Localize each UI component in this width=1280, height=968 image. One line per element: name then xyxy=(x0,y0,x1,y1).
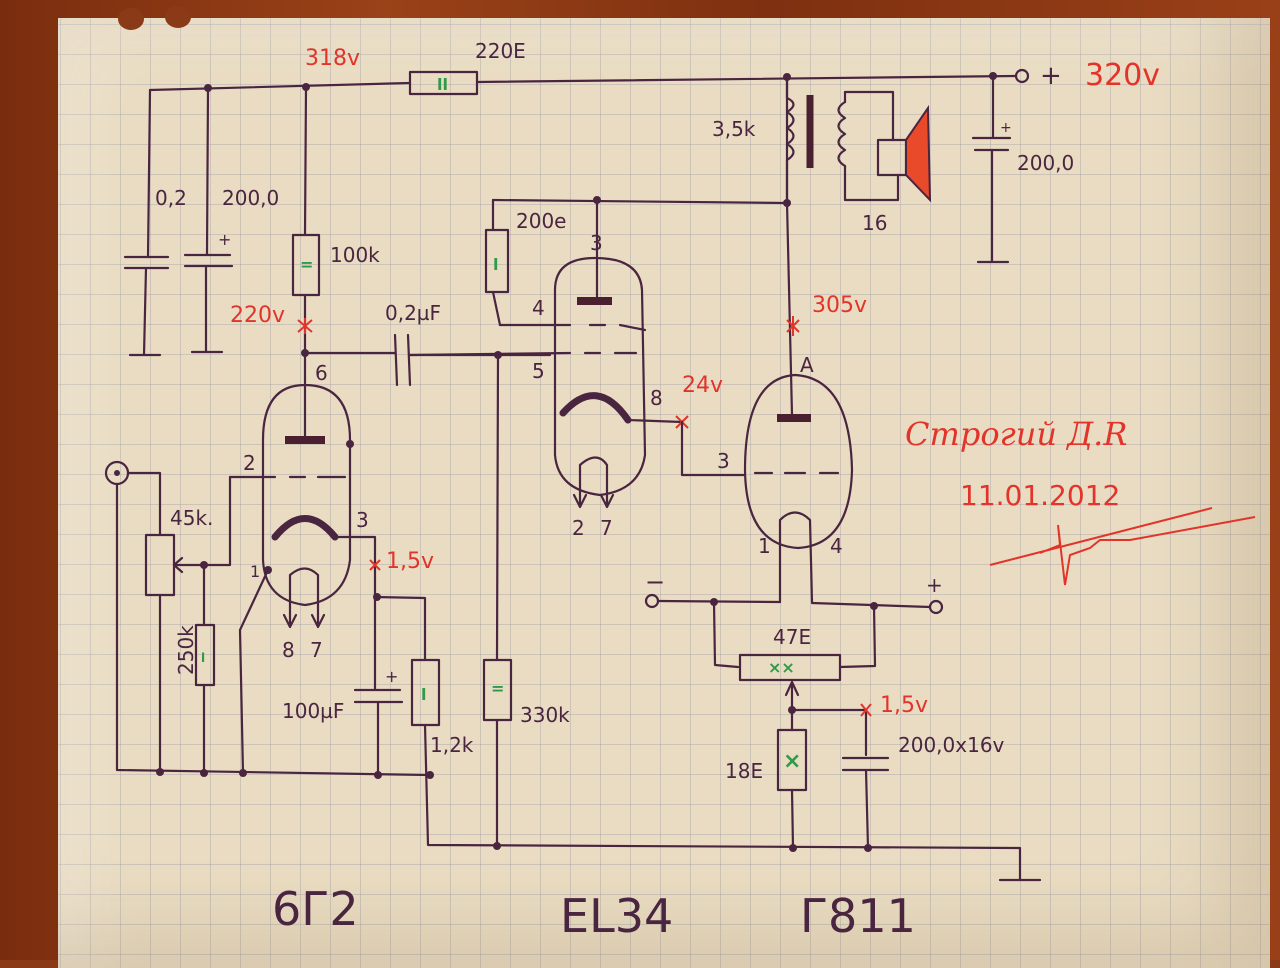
grid-resistor-330k: = 330k xyxy=(482,351,570,850)
cap-200-label: 200,0 xyxy=(222,186,279,210)
cap-200-right-label: 200,0 xyxy=(1017,151,1074,175)
binder-hole xyxy=(165,6,191,28)
cap-polarity: + xyxy=(1000,120,1012,136)
cap-polarity: + xyxy=(385,667,398,686)
resistor-100k-label: 100k xyxy=(330,243,380,267)
binder-hole xyxy=(118,8,144,30)
pin-ref: 1 xyxy=(250,562,260,581)
filament-supply: − + ×× 47E 1,5v 200,0x16v × 18E xyxy=(644,568,1005,852)
filter-capacitor-200-right: + 200,0 xyxy=(971,74,1074,264)
wire xyxy=(148,81,412,92)
plus-sign: + xyxy=(1040,61,1062,91)
resistor-18e-label: 18E xyxy=(725,759,763,783)
resistor-250k-label: 250k xyxy=(174,625,198,675)
voltage-320v: 320v xyxy=(1085,58,1160,93)
resistor-330k-label: 330k xyxy=(520,703,570,727)
pot-47e-label: 47E xyxy=(773,625,811,649)
filament-plus-terminal xyxy=(928,599,944,615)
resistor-mark: × xyxy=(783,749,801,774)
cathode-cap-label: 100µF xyxy=(282,699,344,723)
stage1-cathode-network: + 100µF l 1,2k xyxy=(282,593,1042,882)
pin-anode: 6 xyxy=(315,361,328,385)
pin-cathode: 8 xyxy=(650,386,663,410)
resistor-mark: = xyxy=(300,255,313,274)
cap-polarity: + xyxy=(218,230,231,249)
wire xyxy=(475,74,1017,84)
tube-el34: 3 4 5 8 2 7 24v xyxy=(408,75,791,540)
filament-pot-47e xyxy=(738,653,842,682)
pin-grid: 3 xyxy=(717,449,730,473)
resistor-mark: l xyxy=(201,651,205,665)
pin-screen: 4 xyxy=(532,296,545,320)
pin-heater-a: 8 xyxy=(282,638,295,662)
voltage-305v: 305v xyxy=(812,293,867,318)
measurement-point xyxy=(860,703,872,717)
pin-filament-a: 1 xyxy=(758,534,771,558)
filament-minus-terminal xyxy=(644,593,660,609)
tube-g811: 305v A 3 1 4 xyxy=(680,201,867,604)
cathode-resistor-1-2k xyxy=(410,658,441,727)
stage1-anode-resistor: = 100k 220v xyxy=(230,85,380,365)
supply-rail: ll 220E 318v + 320v xyxy=(148,39,1160,96)
voltage-220v: 220v xyxy=(230,303,285,328)
transformer-primary-label: 3,5k xyxy=(712,117,756,141)
tube-label-el34: EL34 xyxy=(560,889,673,943)
bias-cap-label: 200,0x16v xyxy=(898,733,1005,757)
pin-anode: 3 xyxy=(590,231,603,255)
voltage-1-5v: 1,5v xyxy=(386,549,434,574)
resistor-220e-label: 220E xyxy=(475,39,526,63)
author-name: Строгий Д.R xyxy=(905,415,1127,453)
cap-0-2-label: 0,2 xyxy=(155,186,187,210)
tube-label-g811: Г811 xyxy=(800,889,916,943)
pin-grid: 5 xyxy=(532,359,545,383)
pin-grid: 2 xyxy=(243,451,256,475)
pin-filament-b: 4 xyxy=(830,534,843,558)
pin-heater-b: 7 xyxy=(600,516,613,540)
volume-potentiometer xyxy=(144,533,176,597)
resistor-220e xyxy=(408,70,479,96)
signature-block: Строгий Д.R 11.01.2012 xyxy=(905,415,1256,586)
graph-paper-sheet xyxy=(58,18,1270,968)
resistor-mark: l xyxy=(493,255,498,274)
measurement-point xyxy=(786,316,800,336)
resistor-1-2k-label: 1,2k xyxy=(430,733,474,757)
speaker-icon xyxy=(876,104,932,203)
signature-scribble xyxy=(989,507,1256,586)
resistor-mark: ×× xyxy=(768,658,795,677)
resistor-mark: ll xyxy=(437,75,448,94)
supply-terminal xyxy=(1014,68,1030,84)
voltage-bias-1-5v: 1,5v xyxy=(880,693,928,718)
input-section: 45k. l 250k xyxy=(104,460,432,777)
pin-cathode: 3 xyxy=(356,508,369,532)
resistor-mark: = xyxy=(491,679,504,698)
minus-sign: − xyxy=(645,568,665,596)
pin-anode: A xyxy=(800,353,814,377)
plus-sign: + xyxy=(926,573,943,597)
voltage-318v: 318v xyxy=(305,46,360,71)
measurement-point xyxy=(297,318,313,334)
filter-capacitor-0-2: 0,2 xyxy=(123,88,187,357)
speaker-impedance-label: 16 xyxy=(862,211,887,235)
pot-45k-label: 45k. xyxy=(170,506,213,530)
resistor-mark: l xyxy=(421,685,426,704)
tube-label-6g2: 6Г2 xyxy=(272,882,359,936)
measurement-point xyxy=(369,559,381,571)
screen-resistor-200e: l 200e xyxy=(484,198,566,327)
coupling-cap-label: 0,2µF xyxy=(385,301,441,325)
output-transformer: 3,5k 16 xyxy=(712,75,900,235)
coupling-capacitor: 0,2µF xyxy=(301,301,552,387)
pin-heater-a: 2 xyxy=(572,516,585,540)
voltage-24v: 24v xyxy=(682,373,723,398)
pin-heater-b: 7 xyxy=(310,638,323,662)
filter-capacitor-200: 200,0 + xyxy=(183,86,279,354)
resistor-200e-label: 200e xyxy=(516,209,566,233)
tube-6g2: 6 2 3 1 8 7 1,5v xyxy=(228,361,434,662)
signature-date: 11.01.2012 xyxy=(960,479,1120,512)
